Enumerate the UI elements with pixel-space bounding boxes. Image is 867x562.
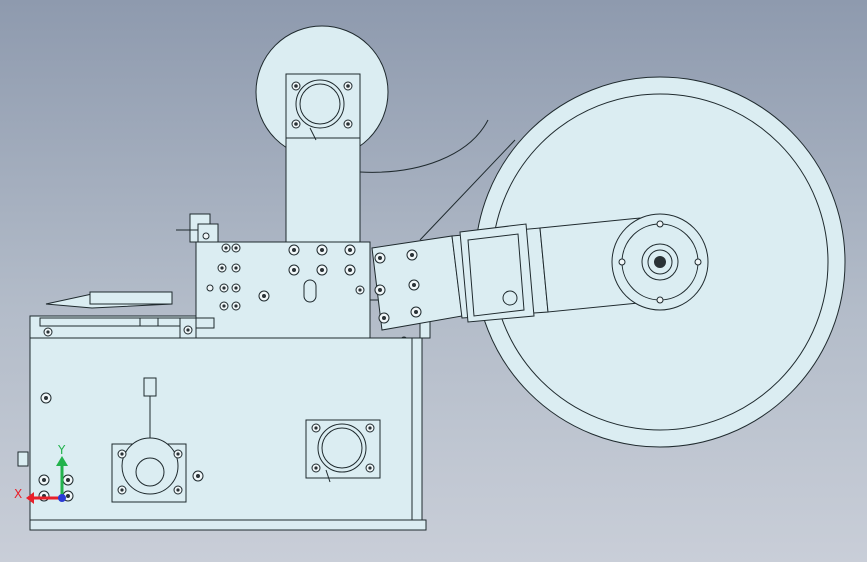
cable-connector: [143, 377, 157, 440]
large-reel-hub: [611, 213, 709, 311]
slide-rail: [29, 315, 215, 355]
upper-motor-plate: [285, 73, 361, 141]
coordinate-triad: Y X: [14, 443, 68, 504]
upper-arm-bracket: [285, 129, 361, 251]
frame-fasteners: [206, 243, 408, 344]
base-bolts: [17, 451, 74, 502]
label-feed-ramp: [45, 291, 173, 309]
tape-path: [359, 119, 516, 241]
y-axis-label: Y: [57, 443, 66, 457]
drive-motor-right: [305, 419, 381, 483]
x-axis-label: X: [14, 487, 22, 501]
sensor-bracket: [176, 213, 219, 243]
drive-motor-left: [111, 437, 187, 503]
